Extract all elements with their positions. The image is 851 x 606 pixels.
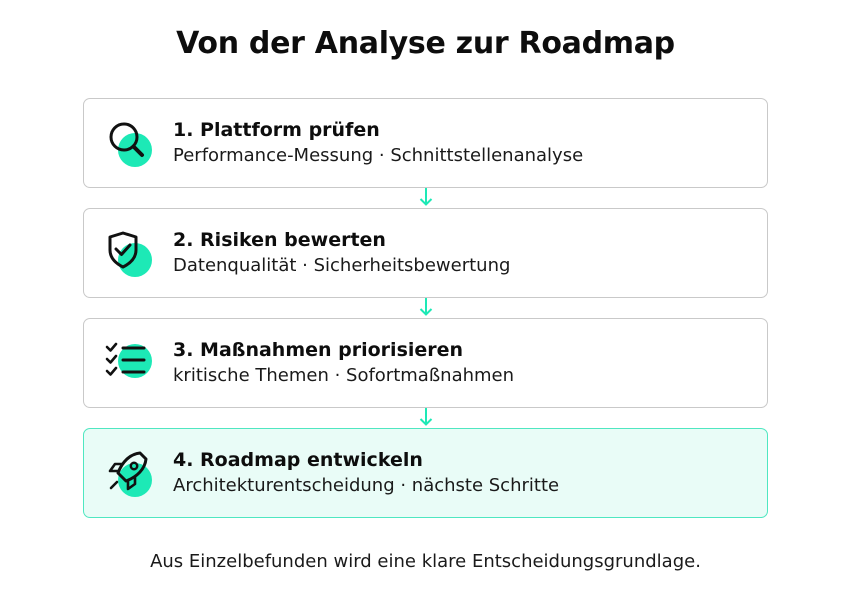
step-description: Performance-Messung · Schnittstellenanal…	[173, 145, 584, 166]
magnifier-icon	[104, 119, 156, 171]
step-description: Datenqualität · Sicherheitsbewertung	[173, 255, 511, 276]
step-title: 3. Maßnahmen priorisieren	[173, 339, 464, 361]
checklist-icon	[104, 339, 156, 391]
step-roadmap-entwickeln: 4. Roadmap entwickeln Architekturentsche…	[83, 428, 768, 518]
down-arrow-icon	[83, 298, 768, 318]
step-description: kritische Themen · Sofortmaßnahmen	[173, 365, 515, 386]
step-plattform-pruefen: 1. Plattform prüfen Performance-Messung …	[83, 98, 768, 188]
step-risiken-bewerten: 2. Risiken bewerten Datenqualität · Sich…	[83, 208, 768, 298]
rocket-icon	[104, 449, 156, 501]
step-title: 1. Plattform prüfen	[173, 119, 380, 141]
step-description: Architekturentscheidung · nächste Schrit…	[173, 475, 560, 496]
step-massnahmen-priorisieren: 3. Maßnahmen priorisieren kritische Them…	[83, 318, 768, 408]
diagram-title: Von der Analyse zur Roadmap	[176, 26, 675, 61]
shield-check-icon	[104, 229, 156, 281]
down-arrow-icon	[83, 408, 768, 428]
summary-text: Aus Einzelbefunden wird eine klare Entsc…	[150, 551, 701, 572]
step-title: 4. Roadmap entwickeln	[173, 449, 423, 471]
down-arrow-icon	[83, 188, 768, 208]
process-steps: 1. Plattform prüfen Performance-Messung …	[83, 98, 768, 518]
step-title: 2. Risiken bewerten	[173, 229, 386, 251]
